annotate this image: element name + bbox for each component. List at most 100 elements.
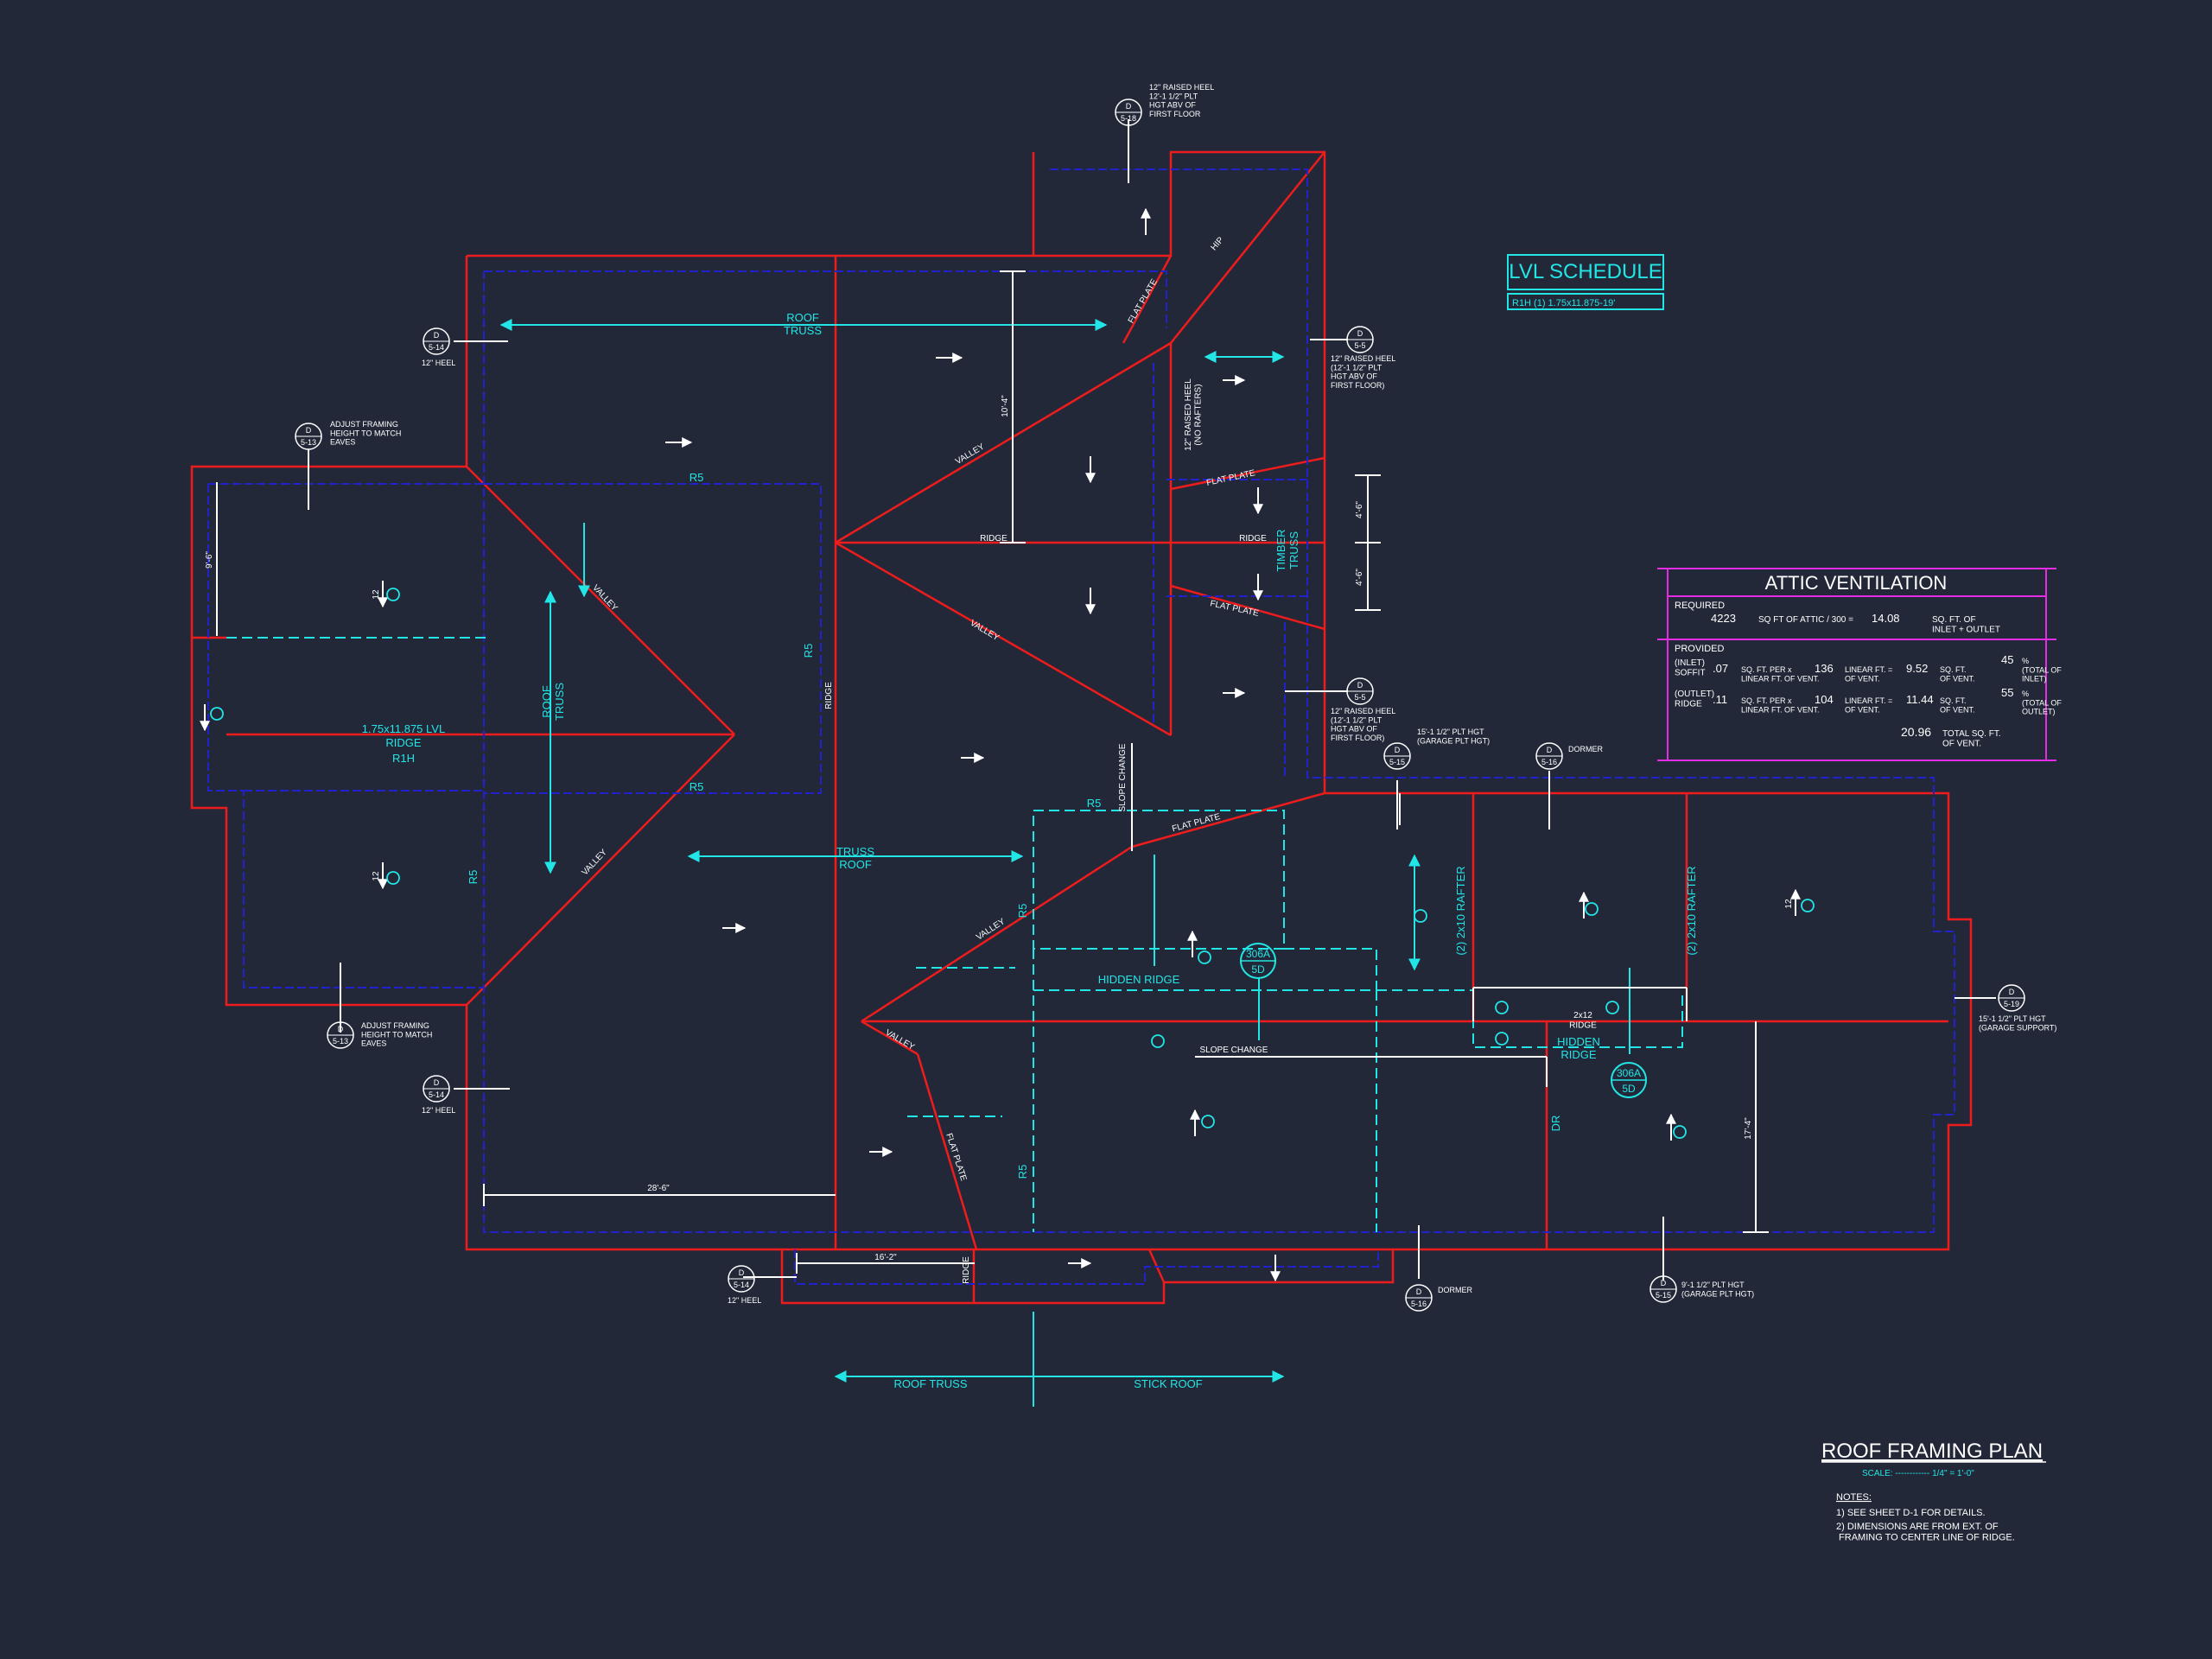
attic-grand-total: 20.96 [1901, 725, 1931, 739]
label-r5-b: R5 [690, 780, 704, 793]
dimension-lines [200, 119, 1996, 1282]
label-valley-6: VALLEY [883, 1028, 916, 1052]
svg-text:DORMER: DORMER [1568, 745, 1603, 753]
label-roof-truss-vertical: ROOFTRUSS [540, 683, 566, 721]
plan-title: ROOF FRAMING PLAN [1821, 1440, 2043, 1463]
lvl-schedule-title: LVL SCHEDULE [1509, 260, 1662, 283]
label-dim-10-4: 10'-4" [1001, 395, 1010, 417]
ref-5d-1: 5D [1251, 963, 1265, 976]
attic-title: ATTIC VENTILATION [1765, 572, 1948, 594]
label-dim-9-6: 9'-6" [205, 551, 214, 569]
attic-outlet-label: (OUTLET)RIDGE [1675, 690, 1714, 709]
label-hip: HIP [1210, 235, 1226, 252]
label-r1h-tag: R1H [392, 752, 415, 765]
svg-text:12" HEEL: 12" HEEL [422, 1106, 455, 1115]
attic-outlet-total: 11.44 [1906, 693, 1934, 706]
svg-text:D: D [1357, 681, 1363, 690]
label-hidden-ridge-a: HIDDEN RIDGE [1098, 973, 1180, 986]
lvl-schedule-row: R1H (1) 1.75x11.875-19' [1512, 298, 1615, 308]
attic-inlet-pct: 45 [2001, 653, 2013, 666]
svg-text:5-18: 5-18 [1121, 114, 1136, 123]
svg-text:5-16: 5-16 [1541, 758, 1557, 766]
svg-text:D: D [2009, 988, 2015, 996]
svg-text:D: D [1357, 329, 1363, 338]
label-r5-e: R5 [1087, 797, 1102, 810]
attic-inlet-linear-text: LINEAR FT. =OF VENT. [1845, 665, 1892, 683]
attic-outlet-linear-text: LINEAR FT. =OF VENT. [1845, 696, 1892, 714]
attic-required-area: 4223 [1711, 612, 1736, 625]
title-block: ROOF FRAMING PLAN SCALE: ------------ 1/… [1821, 1440, 2046, 1543]
svg-text:D: D [434, 331, 440, 340]
attic-inlet-linear: 136 [1815, 662, 1834, 675]
label-slope-change-a: SLOPE CHANGE [1118, 743, 1128, 811]
attic-required-label: REQUIRED [1675, 601, 1725, 611]
roof-outline-bottom-bump [780, 1249, 1395, 1305]
note-1: 1) SEE SHEET D-1 FOR DETAILS. [1836, 1508, 1986, 1518]
svg-text:5-5: 5-5 [1354, 341, 1365, 350]
label-rafter-b: (2) 2x10 RAFTER [1685, 866, 1698, 955]
attic-inlet-value: .07 [1713, 662, 1728, 675]
attic-inlet-sqft: SQ. FT.OF VENT. [1940, 665, 1975, 683]
svg-text:15'-1 1/2" PLT HGT(GARAGE PLT: 15'-1 1/2" PLT HGT(GARAGE PLT HGT) [1417, 728, 1490, 745]
label-ridge-mid-a: RIDGE [980, 534, 1007, 543]
svg-text:D: D [1416, 1287, 1422, 1296]
notes-heading: NOTES: [1836, 1492, 1872, 1503]
svg-text:5-16: 5-16 [1411, 1300, 1427, 1308]
ref-306a-2: 306A [1617, 1067, 1641, 1079]
svg-text:D: D [306, 426, 312, 435]
label-ridge-left: RIDGE [385, 736, 422, 749]
lvl-schedule: LVL SCHEDULE R1H (1) 1.75x11.875-19' [1507, 254, 1664, 310]
attic-required-formula: SQ FT OF ATTIC / 300 = [1758, 615, 1853, 625]
label-valley-4: VALLEY [969, 619, 1001, 644]
label-raised-heel-note: 12" RAISED HEEL(NO RAFTERS) [1184, 378, 1204, 451]
label-roof-truss-bottom: ROOF TRUSS [894, 1377, 968, 1390]
label-r5-g: R5 [1016, 1165, 1029, 1179]
svg-text:DORMER: DORMER [1438, 1286, 1472, 1294]
label-dim-4-6a: 4'-6" [1355, 501, 1364, 518]
label-r5-d: R5 [467, 870, 480, 885]
label-stick-roof-bottom: STICK ROOF [1134, 1377, 1203, 1390]
svg-text:D: D [1395, 746, 1401, 754]
attic-inlet-label: (INLET)SOFFIT [1675, 658, 1706, 678]
label-pitch: 12 [372, 589, 381, 600]
attic-outlet-pct: 55 [2001, 686, 2013, 699]
callout-3: D 5-14 12" HEEL [728, 1265, 761, 1305]
label-flat-plate-2: FLAT PLATE [1205, 468, 1256, 488]
label-flat-plate-5: FLAT PLATE [944, 1132, 968, 1182]
span-arrows [499, 319, 1630, 1407]
svg-text:D: D [1126, 102, 1132, 111]
attic-outlet-value: .11 [1713, 693, 1727, 706]
svg-text:5-5: 5-5 [1354, 693, 1365, 702]
label-r5-c: R5 [802, 644, 815, 658]
svg-text:12" HEEL: 12" HEEL [728, 1296, 761, 1305]
svg-text:D: D [739, 1268, 745, 1277]
svg-text:5-15: 5-15 [1389, 758, 1405, 766]
label-ridge-mid-b: RIDGE [1239, 534, 1267, 543]
attic-ventilation: ATTIC VENTILATION REQUIRED 4223 SQ FT OF… [1657, 568, 2062, 761]
label-dr: DR [1549, 1116, 1562, 1132]
callout-12: D 5-19 15'-1 1/2" PLT HGT(GARAGE SUPPORT… [1979, 984, 2056, 1032]
svg-text:5-15: 5-15 [1656, 1291, 1671, 1300]
attic-grand-total-text: TOTAL SQ. FT.OF VENT. [1942, 729, 2001, 749]
svg-text:5-13: 5-13 [301, 438, 316, 447]
label-pitch-left: 12 [372, 871, 381, 881]
svg-text:D: D [1547, 746, 1553, 754]
label-flat-plate-1: FLAT PLATE [1127, 277, 1160, 325]
label-ridge-bottom: RIDGE [962, 1256, 971, 1284]
svg-text:D: D [1661, 1279, 1667, 1287]
svg-text:5-14: 5-14 [429, 1090, 444, 1099]
